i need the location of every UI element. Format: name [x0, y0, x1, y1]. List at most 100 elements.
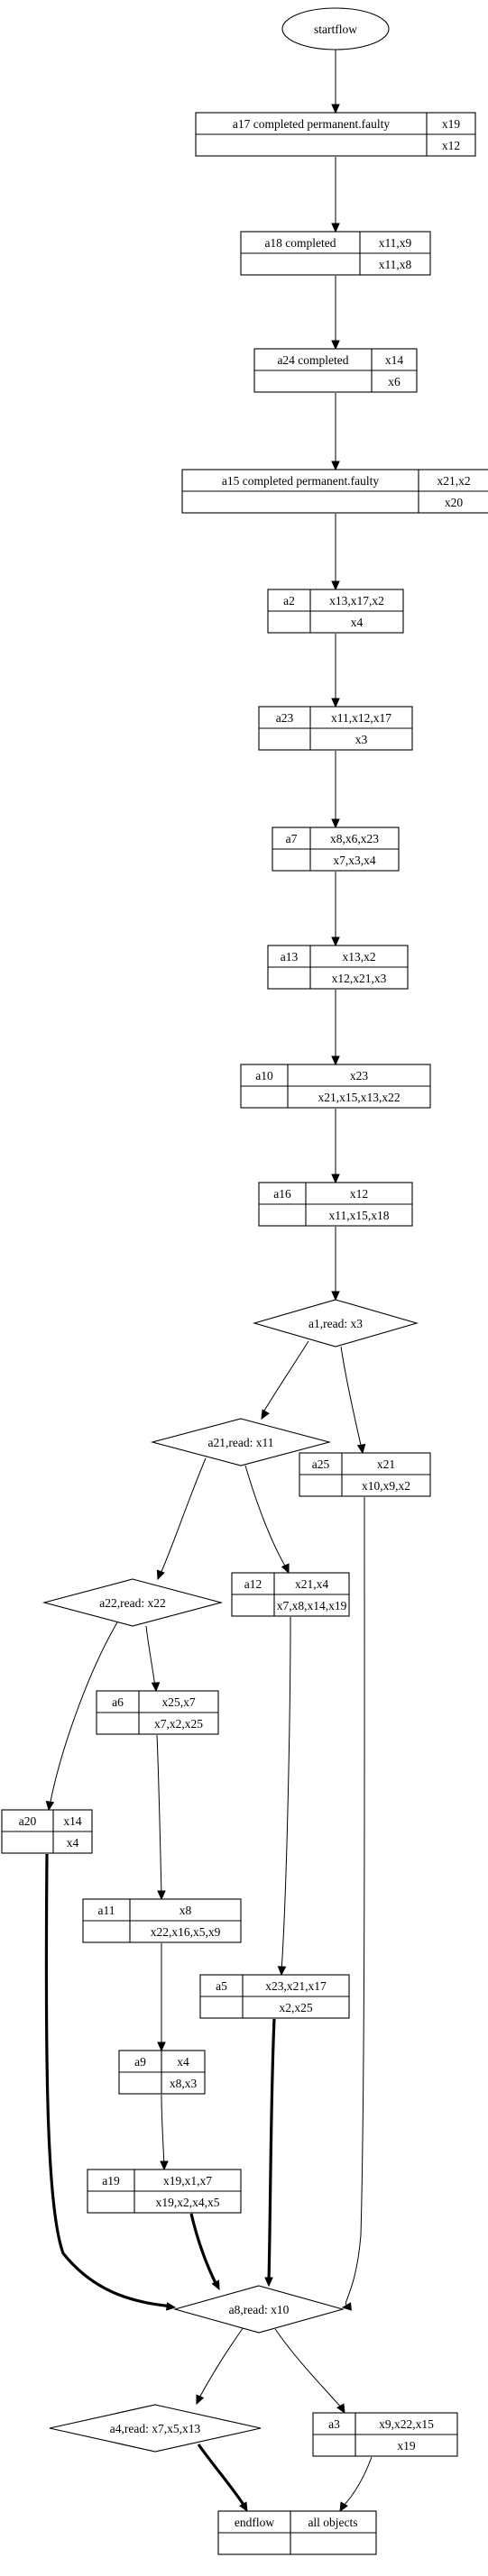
task-name: a7 — [286, 832, 298, 845]
task-top-vars: x14 — [385, 353, 404, 367]
task-top-vars: x13,x2 — [342, 950, 375, 964]
arrow-head-icon — [151, 1682, 161, 1693]
task-top-vars: x19 — [442, 117, 461, 131]
task-name: a23 — [276, 711, 294, 725]
task-top-vars: x21,x4 — [295, 1577, 328, 1591]
arrow-head-icon — [196, 2394, 205, 2406]
task-name: a11 — [98, 1904, 115, 1917]
arrow-head-icon — [277, 1966, 287, 1977]
task-bottom-vars: x12 — [442, 139, 460, 152]
task-top-vars: x21 — [377, 1457, 395, 1471]
task-node-t17: a17 completed permanent.faulty x19 x12 — [195, 112, 476, 157]
flow-edge — [274, 2328, 344, 2410]
decision-node-d22: a22,read: x22 — [41, 1578, 224, 1627]
task-bottom-vars: x7,x2,x25 — [154, 1717, 203, 1731]
decision-node-d8: a8,read: x10 — [172, 2285, 345, 2334]
arrow-head-icon — [157, 2042, 166, 2052]
task-name: a13 — [281, 950, 299, 964]
arrow-head-icon — [331, 461, 340, 471]
task-name: a17 completed permanent.faulty — [233, 117, 391, 131]
task-bottom-vars: x20 — [445, 496, 464, 509]
task-node-t6: a6 x25,x7 x7,x2,x25 — [96, 1690, 219, 1735]
decision-diamond — [41, 1578, 224, 1627]
task-bottom-vars: x2,x25 — [279, 2001, 312, 2014]
task-top-vars: x23 — [350, 1069, 369, 1082]
arrow-head-icon — [45, 1800, 55, 1812]
flow-edge — [340, 1346, 363, 1450]
decision-diamond — [49, 2404, 262, 2453]
arrow-head-icon — [261, 1409, 270, 1420]
arrow-head-icon — [165, 2302, 177, 2311]
task-bottom-vars: x10,x9,x2 — [362, 1479, 410, 1493]
task-name: a3 — [328, 2417, 340, 2431]
arrow-head-icon — [356, 1443, 366, 1455]
task-top-vars: x8,x6,x23 — [330, 832, 379, 845]
arrow-head-icon — [331, 1174, 340, 1184]
flow-edge — [159, 1457, 207, 1576]
flow-edge — [244, 1465, 288, 1570]
task-bottom-vars: x6 — [388, 375, 401, 388]
task-top-vars: x25,x7 — [161, 1695, 195, 1709]
task-top-vars: x9,x22,x15 — [379, 2417, 434, 2431]
arrow-head-icon — [264, 2277, 273, 2288]
arrow-head-icon — [331, 223, 340, 233]
end-label: endflow — [235, 2516, 274, 2529]
task-name: a19 — [102, 2174, 120, 2188]
flow-edge — [281, 1616, 291, 1972]
task-top-vars: x19,x1,x7 — [163, 2174, 212, 2188]
task-bottom-vars: x22,x16,x5,x9 — [151, 1925, 221, 1939]
arrow-head-icon — [331, 1291, 340, 1302]
arrow-head-icon — [331, 580, 340, 591]
decision-label: a8,read: x10 — [229, 2303, 290, 2316]
flow-edge — [44, 1853, 172, 2308]
task-name: a2 — [283, 594, 295, 607]
start-label: startflow — [314, 23, 357, 36]
flow-edge — [342, 2456, 373, 2507]
task-node-t2: a2 x13,x17,x2 x4 — [267, 589, 404, 634]
task-name: a6 — [112, 1695, 124, 1709]
task-top-vars: x21,x2 — [437, 474, 470, 488]
task-name: a25 — [312, 1457, 330, 1471]
decision-label: a22,read: x22 — [99, 1596, 165, 1610]
flow-edge — [161, 2094, 165, 2167]
flow-edge — [345, 1496, 365, 2306]
task-top-vars: x13,x17,x2 — [329, 594, 384, 607]
arrow-head-icon — [157, 1890, 166, 1901]
task-bottom-vars: x8,x3 — [170, 2077, 198, 2090]
task-node-t13: a13 x13,x2 x12,x21,x3 — [267, 945, 409, 990]
arrow-head-icon — [331, 1055, 340, 1066]
task-top-vars: x11,x12,x17 — [331, 711, 391, 725]
task-bottom-vars: x7,x3,x4 — [333, 854, 376, 867]
task-bottom-vars: x11,x15,x18 — [329, 1209, 390, 1222]
task-bottom-vars: x3 — [355, 733, 368, 746]
flow-edge — [189, 2213, 218, 2286]
arrow-head-icon — [281, 1563, 290, 1575]
task-name: a12 — [244, 1577, 262, 1591]
task-top-vars: x12 — [350, 1187, 368, 1201]
arrow-head-icon — [339, 2501, 348, 2513]
flow-edge — [145, 1625, 156, 1688]
decision-label: a21,read: x11 — [208, 1436, 274, 1449]
task-bottom-vars: x4 — [351, 616, 364, 629]
arrow-head-icon — [156, 1569, 165, 1581]
task-bottom-vars: x12,x21,x3 — [332, 972, 387, 985]
edges-layer — [44, 50, 373, 2513]
task-name: a18 completed — [264, 236, 336, 250]
flow-edge — [261, 1340, 309, 1416]
task-name: a20 — [19, 1814, 37, 1828]
task-node-t23: a23 x11,x12,x17 x3 — [258, 706, 413, 751]
flow-edge — [197, 2444, 247, 2508]
arrow-head-icon — [211, 2279, 220, 2291]
arrow-head-icon — [160, 2160, 169, 2171]
task-top-vars: x11,x9 — [379, 236, 412, 250]
decision-diamond — [253, 1299, 419, 1347]
